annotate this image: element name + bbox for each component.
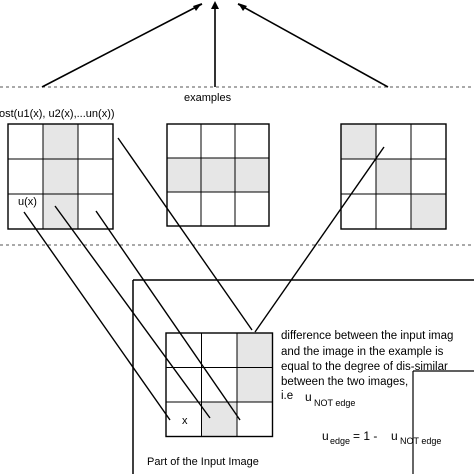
grid-cell	[234, 123, 270, 159]
formula-u2: u	[391, 429, 398, 443]
grid-cell	[165, 367, 202, 403]
grid-cell	[77, 158, 114, 195]
x-label: x	[182, 415, 188, 427]
grids-layer	[7, 123, 447, 438]
grid-cell-shaded	[166, 157, 202, 193]
grid-cell	[200, 123, 236, 159]
note-line-4: between the two images,	[281, 376, 408, 388]
arrow-heads	[193, 1, 247, 11]
grid-cell	[77, 123, 114, 160]
ux-label: u(x)	[18, 196, 37, 208]
note-line-1: difference between the input imag	[281, 330, 453, 342]
note-u: u	[305, 390, 312, 404]
grid-cell	[165, 401, 202, 437]
input-grid	[165, 332, 274, 438]
grid-cell	[410, 123, 447, 160]
note-not-edge: NOT edge	[314, 398, 355, 408]
formula-u: u	[322, 429, 329, 443]
note-ie: i.e	[281, 390, 293, 402]
formula-edge: edge	[330, 436, 350, 446]
formula-block: u edge = 1 - u NOT edge	[322, 429, 441, 446]
grid-cell-shaded	[42, 193, 79, 230]
grid-cell-shaded	[42, 123, 79, 160]
grid-cell	[340, 193, 377, 230]
grid-cell-shaded	[410, 193, 447, 230]
formula-not-edge: NOT edge	[400, 436, 441, 446]
grid-cell	[7, 158, 44, 195]
formula-equals: = 1 -	[353, 429, 377, 443]
grid-cell	[166, 123, 202, 159]
grid-cell	[410, 158, 447, 195]
grid-border	[7, 123, 114, 230]
grid-border	[340, 123, 447, 230]
note-block: difference between the input imag and th…	[281, 330, 453, 408]
grid-cell	[375, 123, 412, 160]
grid-cell-shaded	[200, 157, 236, 193]
grid-cell	[7, 123, 44, 160]
grid-cell	[166, 191, 202, 227]
example-grid-3	[340, 123, 447, 230]
grid-cell	[340, 158, 377, 195]
grid-cell-shaded	[42, 158, 79, 195]
grid-cell	[7, 193, 44, 230]
example-grid-2	[166, 123, 270, 227]
grid-cell	[234, 191, 270, 227]
grid-cell	[236, 401, 273, 437]
upward-arrows	[41, 3, 389, 88]
note-line-3: equal to the degree of dis-similar	[281, 361, 448, 373]
grid-cell-shaded	[234, 157, 270, 193]
grid-cell	[201, 332, 238, 368]
grid-border	[166, 123, 270, 227]
grid-cell-shaded	[340, 123, 377, 160]
grid-cell	[375, 193, 412, 230]
grid-cell-shaded	[236, 332, 273, 368]
examples-label: examples	[184, 92, 232, 104]
grid-border	[165, 332, 274, 438]
grid-cell	[200, 191, 236, 227]
cost-function-label: ost(u1(x), u2(x),...un(x))	[0, 108, 115, 120]
grid-cell-shaded	[375, 158, 412, 195]
grid-cell-shaded	[236, 367, 273, 403]
part-of-input-label: Part of the Input Image	[147, 456, 259, 468]
note-line-2: and the image in the example is	[281, 346, 444, 358]
input-frame	[132, 279, 474, 474]
